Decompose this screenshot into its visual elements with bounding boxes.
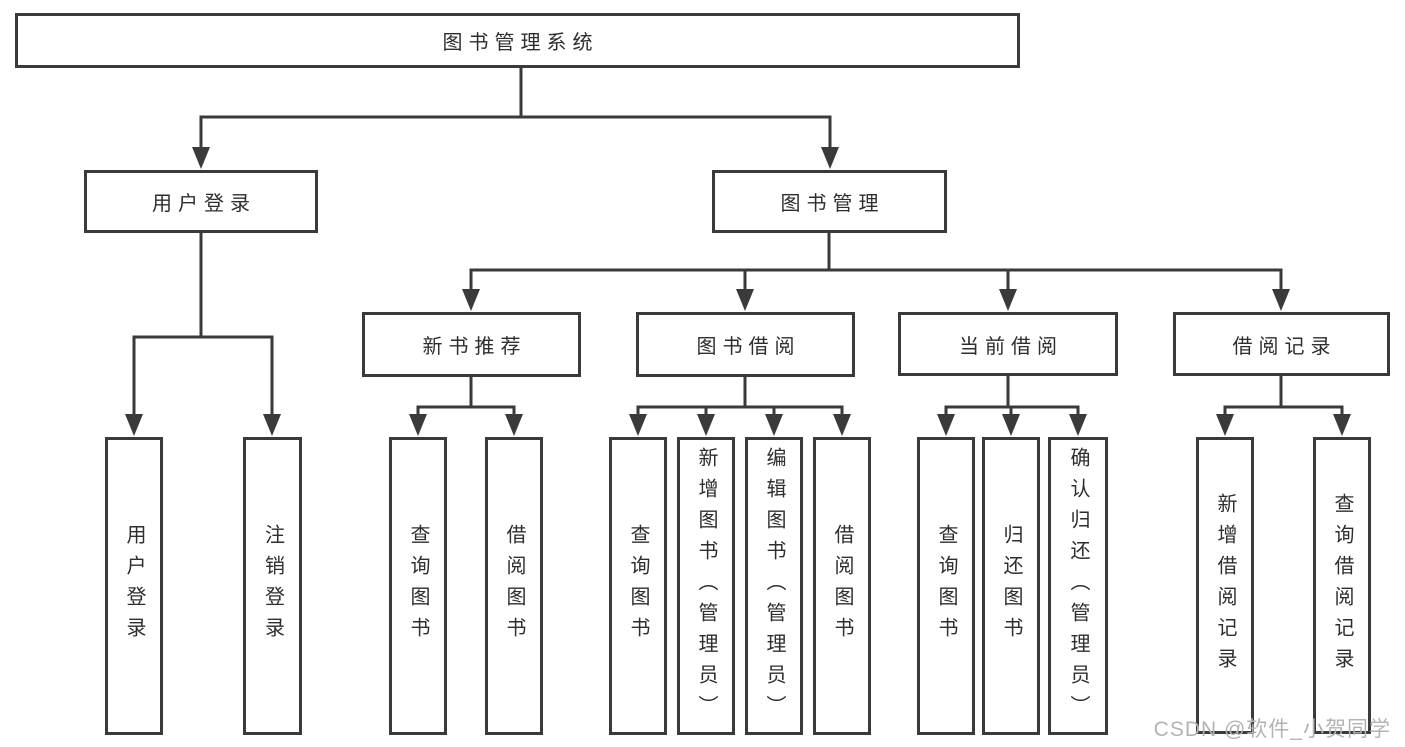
node-label: 查询借阅记录 [1331,492,1353,679]
node-borrowing-records: 借阅记录 [1173,312,1390,376]
node-label: 用户登录 [123,524,145,648]
node-label: 图书管理系统 [442,32,599,54]
node-label: 用户登录 [152,193,256,215]
leaf-user-login: 用户登录 [105,437,163,735]
node-current-borrowing: 当前借阅 [898,312,1118,376]
leaf-query-borrow-record: 查询借阅记录 [1313,437,1371,734]
node-label: 当前借阅 [959,335,1063,358]
node-label: 新增图书（管理员） [695,446,717,726]
node-label: 借阅图书 [503,524,525,648]
leaf-borrow-books-recommend: 借阅图书 [485,437,543,735]
leaf-query-books-recommend: 查询图书 [389,437,447,735]
leaf-edit-book-admin: 编辑图书（管理员） [745,437,803,735]
leaf-logout: 注销登录 [243,437,302,735]
leaf-query-books-current: 查询图书 [917,437,975,735]
leaf-confirm-return-admin: 确认归还（管理员） [1048,437,1108,735]
node-user-login-module: 用户登录 [84,170,318,233]
node-book-management-module: 图书管理 [712,170,947,233]
node-label: 新书推荐 [422,336,527,358]
node-label: 查询图书 [627,524,649,648]
node-label: 查询图书 [935,524,957,648]
node-new-book-recommendation: 新书推荐 [362,312,581,377]
node-label: 图书借阅 [696,336,801,358]
node-label: 借阅图书 [831,524,853,648]
node-label: 新增借阅记录 [1214,492,1236,679]
node-book-borrowing: 图书借阅 [636,312,855,377]
leaf-query-books-borrowing: 查询图书 [609,437,667,735]
leaf-add-book-admin: 新增图书（管理员） [677,437,735,735]
leaf-borrow-books-borrowing: 借阅图书 [813,437,871,735]
leaf-add-borrow-record: 新增借阅记录 [1196,437,1254,734]
node-label: 借阅记录 [1232,335,1337,358]
node-label: 查询图书 [407,524,429,648]
node-label: 归还图书 [1000,524,1022,648]
leaf-return-book: 归还图书 [982,437,1040,735]
node-label: 确认归还（管理员） [1067,446,1089,726]
node-root-system: 图书管理系统 [15,13,1020,68]
watermark: CSDN @软件_小贺同学 [1153,718,1391,741]
node-label: 图书管理 [780,193,885,215]
node-label: 编辑图书（管理员） [763,446,785,726]
node-label: 注销登录 [261,524,284,648]
